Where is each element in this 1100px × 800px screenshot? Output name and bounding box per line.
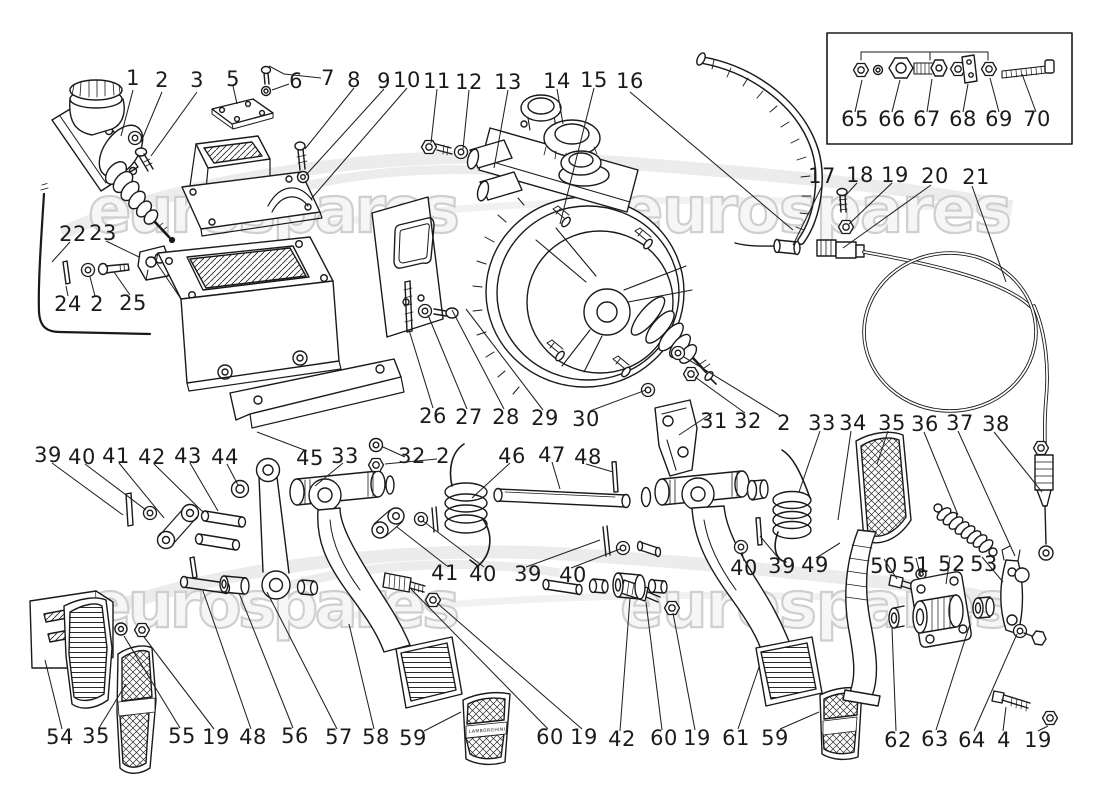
nut-19d	[133, 622, 151, 638]
bell-crank-53	[1000, 545, 1030, 635]
brake-pivot-hardware	[542, 572, 668, 600]
washer-2c	[670, 345, 686, 361]
support-bracket-26	[229, 358, 405, 429]
clutch-link-rod	[219, 457, 319, 600]
washer-12	[453, 144, 469, 160]
bushing-62	[888, 605, 905, 629]
washer-51	[915, 568, 927, 580]
bolt-50	[888, 574, 917, 591]
nut-2d	[367, 457, 385, 473]
pushrod-wire-22	[37, 183, 152, 336]
washer-64	[1012, 623, 1028, 639]
bushing-63	[972, 596, 995, 619]
throttle-spring-36	[933, 503, 998, 557]
bolt-4	[991, 690, 1031, 712]
brake-return-spring-33	[772, 449, 812, 563]
washer-55	[114, 622, 128, 636]
bolt-64	[1023, 630, 1047, 646]
washer-2a	[127, 130, 143, 146]
clevis-31	[654, 399, 698, 477]
washer-40d	[733, 539, 749, 555]
booster-bracket-plate	[371, 196, 444, 338]
washer-9	[296, 170, 310, 184]
washer-6	[260, 85, 272, 97]
throttle-cable-loop	[862, 250, 1049, 454]
cover-plate-5	[211, 98, 274, 130]
pin-24	[62, 260, 71, 285]
pin-48a	[611, 461, 619, 493]
strap-41b	[371, 507, 405, 539]
washer-30	[640, 382, 656, 398]
nut-19g	[1041, 710, 1059, 726]
bolt-8	[294, 141, 308, 171]
brake-master-cylinder	[466, 94, 639, 213]
clutch-master-cylinder	[51, 79, 176, 244]
pedal-pad-brand-text: LAMBORGHINI	[469, 726, 506, 735]
screw-60a	[382, 572, 426, 594]
fitting-bolt-11	[420, 139, 453, 156]
pin-39c	[755, 517, 763, 546]
clutch-return-spring-46	[444, 443, 491, 567]
callout-leader-lines	[44, 65, 1049, 732]
throttle-pivot-housing-52	[910, 571, 972, 648]
pivot-pin-47	[493, 487, 631, 509]
washer-27	[417, 303, 433, 319]
cable-end-38	[1032, 440, 1054, 561]
accelerator-pad-35	[116, 645, 157, 774]
brake-pedal	[640, 470, 863, 761]
pin-39b-area	[431, 506, 662, 558]
brake-servo	[472, 196, 717, 395]
nut-19b	[663, 600, 681, 616]
pedal-bracket-upper	[181, 135, 323, 237]
screw-18	[836, 187, 848, 213]
clutch-pedal: LAMBORGHINI	[289, 470, 511, 766]
throttle-cable-upper	[696, 52, 865, 259]
nut-32	[682, 366, 700, 382]
accelerator-pedal	[842, 431, 912, 707]
inset-box	[826, 32, 1073, 145]
bolt-25	[97, 262, 130, 276]
washer-2b	[80, 262, 96, 278]
footrest	[29, 590, 114, 709]
washer-32b	[368, 437, 384, 453]
bolt-7	[260, 65, 272, 85]
bolt-3	[134, 147, 154, 172]
pedal-box	[155, 236, 342, 392]
